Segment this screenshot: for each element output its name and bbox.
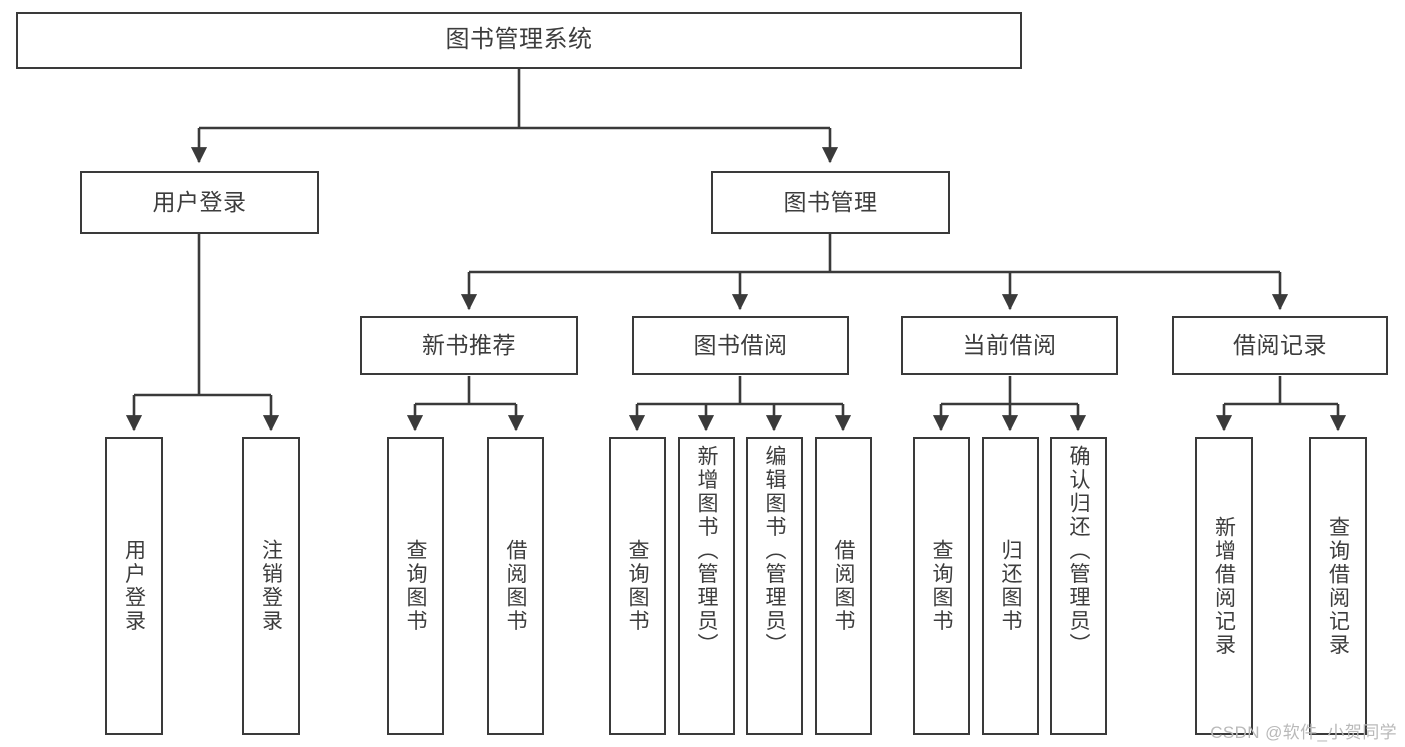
node-leaf-confirm-return-label: 确认归还（管理员）	[1067, 445, 1090, 657]
node-leaf-query-book-1[interactable]: 查询图书	[387, 437, 444, 735]
node-leaf-query-record-label: 查询借阅记录	[1326, 515, 1350, 657]
node-leaf-borrow-book-2[interactable]: 借阅图书	[815, 437, 872, 735]
node-leaf-borrow-book-2-label: 借阅图书	[832, 539, 855, 633]
node-leaf-return-book[interactable]: 归还图书	[982, 437, 1039, 735]
node-leaf-add-record-label: 新增借阅记录	[1212, 515, 1236, 657]
node-user-login[interactable]: 用户登录	[80, 171, 319, 234]
node-leaf-user-login[interactable]: 用户登录	[105, 437, 163, 735]
node-borrow-record[interactable]: 借阅记录	[1172, 316, 1388, 375]
node-leaf-user-logout-label: 注销登录	[259, 539, 283, 633]
node-leaf-add-book-label: 新增图书（管理员）	[695, 445, 718, 657]
node-leaf-query-record[interactable]: 查询借阅记录	[1309, 437, 1367, 735]
node-leaf-user-login-label: 用户登录	[122, 539, 146, 633]
node-leaf-query-book-3[interactable]: 查询图书	[913, 437, 970, 735]
node-new-book-rec-label: 新书推荐	[422, 331, 516, 358]
csdn-watermark: CSDN @软件_小贺同学	[1210, 723, 1397, 742]
node-leaf-user-logout[interactable]: 注销登录	[242, 437, 300, 735]
node-user-login-label: 用户登录	[152, 188, 247, 215]
node-borrow-record-label: 借阅记录	[1233, 331, 1327, 358]
node-leaf-edit-book[interactable]: 编辑图书（管理员）	[746, 437, 803, 735]
node-root-system-label: 图书管理系统	[445, 26, 593, 54]
node-root-system[interactable]: 图书管理系统	[16, 12, 1022, 69]
node-current-borrow[interactable]: 当前借阅	[901, 316, 1118, 375]
node-book-manage[interactable]: 图书管理	[711, 171, 950, 234]
node-leaf-borrow-book-1-label: 借阅图书	[504, 539, 527, 633]
node-leaf-query-book-2-label: 查询图书	[626, 539, 649, 633]
node-book-borrow[interactable]: 图书借阅	[632, 316, 849, 375]
node-leaf-add-record[interactable]: 新增借阅记录	[1195, 437, 1253, 735]
node-leaf-edit-book-label: 编辑图书（管理员）	[763, 445, 786, 657]
node-leaf-query-book-1-label: 查询图书	[404, 539, 427, 633]
node-leaf-confirm-return[interactable]: 确认归还（管理员）	[1050, 437, 1107, 735]
node-leaf-query-book-2[interactable]: 查询图书	[609, 437, 666, 735]
node-leaf-query-book-3-label: 查询图书	[930, 539, 953, 633]
node-new-book-rec[interactable]: 新书推荐	[360, 316, 578, 375]
node-leaf-borrow-book-1[interactable]: 借阅图书	[487, 437, 544, 735]
node-book-borrow-label: 图书借阅	[693, 331, 788, 358]
node-leaf-return-book-label: 归还图书	[999, 539, 1022, 633]
node-current-borrow-label: 当前借阅	[962, 331, 1057, 358]
node-book-manage-label: 图书管理	[783, 188, 878, 215]
node-leaf-add-book[interactable]: 新增图书（管理员）	[678, 437, 735, 735]
